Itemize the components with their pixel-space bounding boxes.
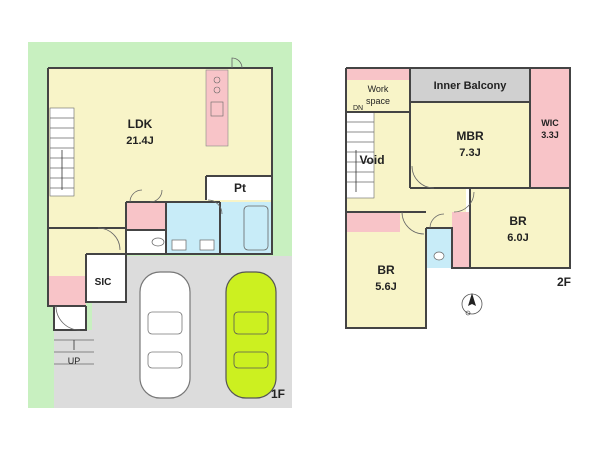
ldk-name: LDK xyxy=(128,117,153,131)
dn-label: DN xyxy=(353,105,363,112)
kitchen-counter xyxy=(205,69,229,147)
mbr-size: 7.3J xyxy=(459,147,480,159)
br-right-room xyxy=(470,188,570,268)
toilet-area-1f xyxy=(126,202,166,230)
hall-2f xyxy=(410,188,466,212)
pantry-name: Pt xyxy=(234,181,246,195)
br-left-size: 5.6J xyxy=(375,281,396,293)
br-right-size: 6.0J xyxy=(507,232,528,244)
up-label: UP xyxy=(68,356,81,366)
ldk-size: 21.4J xyxy=(126,135,154,147)
floor-2: Work space DN Inner Balcony Void MBR 7.3… xyxy=(345,67,571,329)
wic-room xyxy=(530,68,570,188)
toilet-room-2f xyxy=(426,228,452,268)
sic-name: SIC xyxy=(95,277,112,288)
balcony-name: Inner Balcony xyxy=(434,80,508,92)
wic-size: 3.3J xyxy=(541,130,559,140)
br-left-name: BR xyxy=(377,263,395,277)
north-arrow-icon xyxy=(461,293,483,316)
sic-room xyxy=(86,254,126,302)
br-right-name: BR xyxy=(509,214,527,228)
mbr-name: MBR xyxy=(456,129,484,143)
inner-balcony xyxy=(410,68,530,102)
void-name: Void xyxy=(359,153,384,167)
stairs-1f xyxy=(49,107,75,197)
workspace-name-line2: space xyxy=(366,96,390,106)
floor-1-label: 1F xyxy=(271,387,285,401)
parked-car-white xyxy=(139,271,191,399)
pantry-room xyxy=(206,176,272,200)
floor-1: LDK 21.4J Pt SIC UP 1F xyxy=(28,42,292,408)
wic-name: WIC xyxy=(541,118,559,128)
stairs-2f xyxy=(345,111,375,199)
parked-car-yellow xyxy=(225,271,277,399)
mbr-room xyxy=(410,102,530,188)
workspace-name: Work xyxy=(368,84,389,94)
genkan xyxy=(48,276,86,306)
floor-2-label: 2F xyxy=(557,275,571,289)
